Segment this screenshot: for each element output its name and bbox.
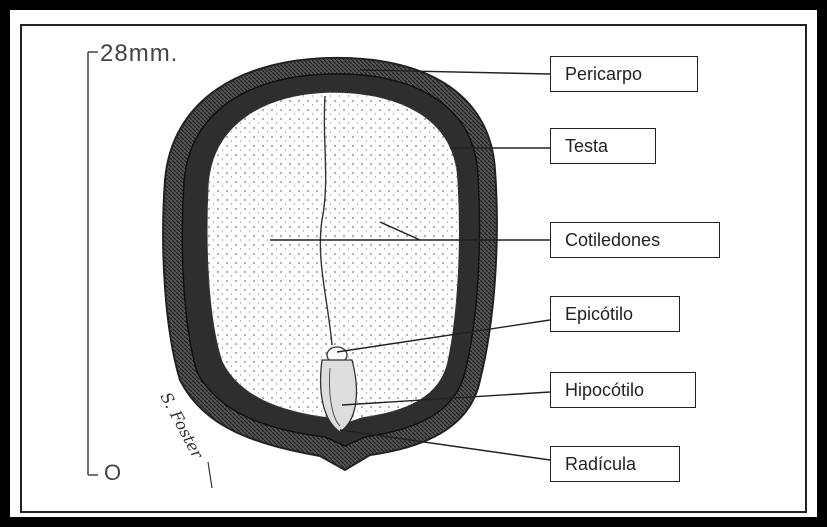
- label-radicula: Radícula: [550, 446, 680, 482]
- label-hipocotilo-text: Hipocótilo: [565, 380, 644, 401]
- label-radicula-text: Radícula: [565, 454, 636, 475]
- label-testa: Testa: [550, 128, 656, 164]
- scale-top-label: 28mm.: [100, 40, 178, 68]
- label-pericarpo-text: Pericarpo: [565, 64, 642, 85]
- label-epicotilo: Epicótilo: [550, 296, 680, 332]
- label-epicotilo-text: Epicótilo: [565, 304, 633, 325]
- signature-tail: [208, 462, 212, 488]
- label-cotiledones-text: Cotiledones: [565, 230, 660, 251]
- scale-bar: [88, 52, 98, 475]
- scale-bottom-label: O: [104, 460, 122, 486]
- label-cotiledones: Cotiledones: [550, 222, 720, 258]
- label-pericarpo: Pericarpo: [550, 56, 698, 92]
- label-hipocotilo: Hipocótilo: [550, 372, 696, 408]
- label-testa-text: Testa: [565, 136, 608, 157]
